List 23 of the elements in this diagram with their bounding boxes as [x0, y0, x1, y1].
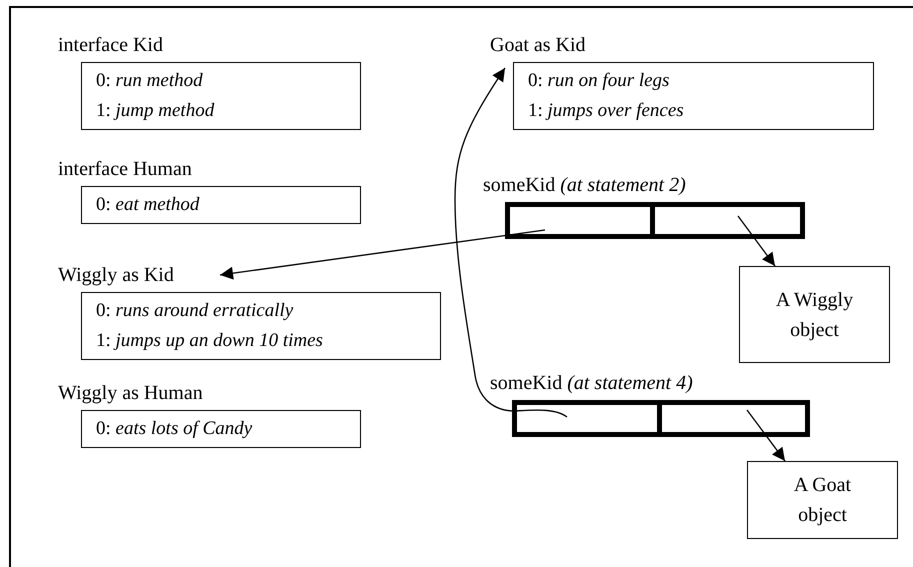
- method-entry: 0: run method: [96, 69, 204, 93]
- arrow: [737, 216, 776, 266]
- object-label: A Goat object: [792, 473, 852, 528]
- curved-arrow: [454, 68, 568, 418]
- table-heading: Goat as Kid: [490, 33, 587, 58]
- method-entry: 1: jumps over fences: [528, 99, 685, 123]
- method-entry: 0: run on four legs: [528, 69, 670, 93]
- object-box: [739, 266, 890, 363]
- table-heading: Wiggly as Kid: [58, 263, 175, 288]
- table-heading: interface Human: [58, 157, 193, 182]
- variable-heading: someKid (at statement 2): [483, 173, 687, 198]
- method-entry: 1: jumps up an down 10 times: [96, 329, 324, 353]
- method-entry: 0: eats lots of Candy: [96, 417, 254, 441]
- object-box: [747, 461, 898, 539]
- table-heading: interface Kid: [58, 33, 164, 58]
- method-entry: 0: eat method: [96, 193, 200, 217]
- arrow: [746, 410, 786, 462]
- method-entry: 1: jump method: [96, 99, 216, 123]
- arrow: [220, 229, 546, 280]
- table-heading: Wiggly as Human: [58, 381, 204, 406]
- object-label: A Wiggly object: [774, 288, 854, 342]
- variable-heading: someKid (at statement 4): [490, 371, 694, 396]
- method-entry: 0: runs around erratically: [96, 299, 294, 323]
